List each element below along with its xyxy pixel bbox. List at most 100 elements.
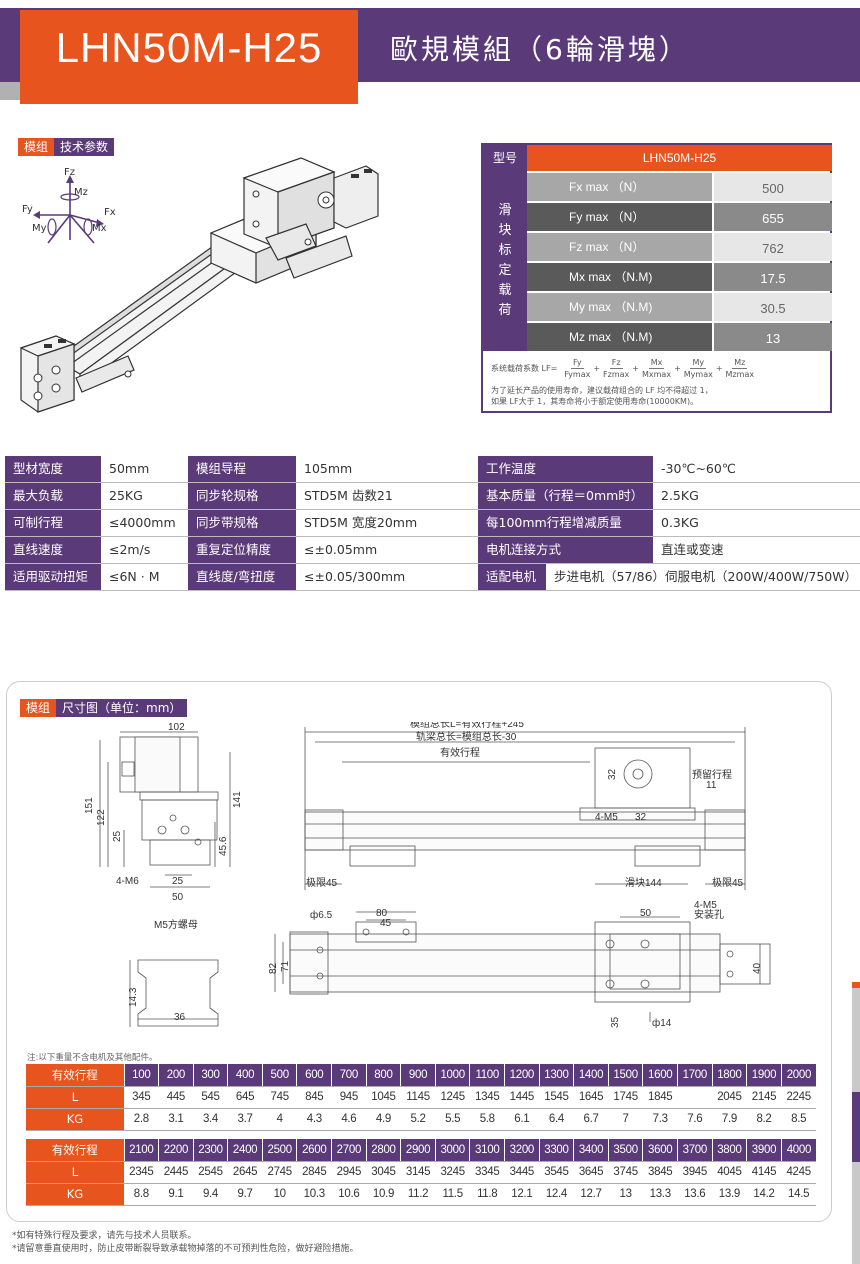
dim-text: 36 (174, 1012, 186, 1023)
fz-label: Fz (64, 167, 75, 178)
spec-row: Fy max （N）655 (527, 203, 832, 231)
param-label: 同步带规格 (188, 510, 296, 536)
param-label: 每100mm行程增减质量 (478, 510, 653, 536)
header-accent (0, 82, 20, 100)
weight-cell: 1545 (539, 1086, 574, 1109)
weight-cell: 1745 (608, 1086, 643, 1109)
spec-row: Mx max （N.M)17.5 (527, 263, 832, 291)
weight-cell: 3945 (677, 1161, 713, 1184)
weight-cell: 3300 (539, 1139, 575, 1162)
lf-num: My (690, 357, 707, 369)
dimension-tag: 模组 尺寸图（单位：mm） (20, 699, 188, 717)
weight-cell: 1800 (712, 1064, 748, 1087)
dim-text: 极限45 (712, 876, 744, 889)
weight-cell: 3245 (435, 1161, 470, 1184)
side-char: 载 (498, 283, 512, 298)
load-spec-table: 型号 LHN50M-H25 滑 块 标 定 载 荷 Fx max （N）500 … (481, 143, 832, 413)
weight-cell: 745 (262, 1086, 297, 1109)
weight-cell: 8.2 (746, 1108, 782, 1131)
weight-cell: 3145 (400, 1161, 436, 1184)
weight-cell: 4245 (781, 1161, 816, 1184)
fy-label: Fy (22, 204, 33, 215)
weight-cell: 3500 (608, 1139, 644, 1162)
module-product-image (19, 157, 379, 413)
footnote: *如有特殊行程及要求，请先与技术人员联系。 (12, 1231, 197, 1241)
dimension-drawings: 102 151 122 141 25 45.6 4-M6 25 50 模组总长L… (84, 722, 771, 1029)
param-value: STD5M 宽度20mm (304, 515, 418, 530)
mz-label: Mz (74, 187, 88, 198)
weight-cell: 10.9 (366, 1183, 401, 1206)
weight-cell: 3845 (642, 1161, 678, 1184)
weight-cell: 13.3 (642, 1183, 678, 1206)
weight-cell: 10.6 (331, 1183, 367, 1206)
my-label: My (32, 223, 47, 234)
weight-cell: 1245 (435, 1086, 470, 1109)
weight-cell: 2445 (158, 1161, 194, 1184)
weight-cell: 1300 (539, 1064, 575, 1087)
fx-label: Fx (104, 207, 116, 218)
dim-text: 4-M5 (595, 812, 618, 823)
dim-text: 50 (172, 892, 184, 903)
spec-value: 500 (714, 173, 832, 201)
weight-cell: 3345 (469, 1161, 505, 1184)
param-value: ≤±0.05/300mm (304, 569, 406, 584)
lf-num: Mx (648, 357, 665, 369)
model-badge (20, 10, 358, 104)
weight-cell: 3900 (746, 1139, 782, 1162)
dim-text: 40 (752, 962, 763, 974)
weight-row-label: KG (26, 1108, 124, 1131)
weight-cell: 1645 (573, 1086, 609, 1109)
weight-cell: 300 (193, 1064, 229, 1087)
weight-row-label: L (26, 1161, 124, 1184)
param-value: 步进电机（57/86）伺服电机（200W/400W/750W） (554, 569, 858, 584)
weight-cell: 3000 (435, 1139, 471, 1162)
weight-cell: 3.7 (227, 1108, 263, 1131)
weight-cell: 11.8 (469, 1183, 505, 1206)
tag-part2: 技术参数 (54, 138, 115, 156)
param-label: 基本质量（行程＝0mm时） (478, 483, 653, 509)
weight-cell: 3700 (677, 1139, 713, 1162)
side-char: 块 (498, 223, 512, 238)
weight-cell: 3200 (504, 1139, 540, 1162)
dim-text: 模组总长L=有效行程+245 (410, 722, 524, 730)
weight-cell: 14.2 (746, 1183, 782, 1206)
spec-key: Mz max （N.M) (527, 323, 712, 351)
weight-cell: 845 (296, 1086, 332, 1109)
tech-params-tag: 模组 技术参数 (18, 138, 115, 156)
weight-cell: 645 (227, 1086, 263, 1109)
weight-cell: 9.4 (193, 1183, 228, 1206)
header: LHN50M-H25 歐規模組（6輪滑塊） (0, 0, 860, 104)
spec-value: 30.5 (714, 293, 832, 321)
param-value: 直连或变速 (661, 542, 724, 557)
spec-side-label: 滑 块 标 定 载 荷 (483, 171, 527, 351)
weight-cell: 3400 (573, 1139, 609, 1162)
spec-row: Fz max （N）762 (527, 233, 832, 261)
weight-cell: 5.5 (435, 1108, 470, 1131)
weight-cell: 200 (158, 1064, 194, 1087)
dim-text: 有效行程 (440, 746, 480, 759)
weight-cell: 7.3 (642, 1108, 678, 1131)
weight-cell: 3645 (573, 1161, 609, 1184)
lf-den: Mymax (683, 369, 713, 379)
weight-cell: 2200 (158, 1139, 194, 1162)
weight-cell: 13 (608, 1183, 643, 1206)
dim-text: 预留行程 (692, 768, 732, 781)
lf-den: Fzmax (603, 369, 630, 379)
weight-cell: 600 (296, 1064, 333, 1087)
weight-cell: 2545 (193, 1161, 228, 1184)
dim-text: 122 (96, 809, 107, 826)
weight-cell: 3600 (642, 1139, 678, 1162)
weight-cell: 3.4 (193, 1108, 228, 1131)
param-value: ≤6N · M (109, 569, 160, 584)
lf-num: Fz (609, 357, 623, 369)
weight-cell: 13.9 (712, 1183, 747, 1206)
dim-text: 14.3 (128, 987, 139, 1007)
weight-cell: 2145 (746, 1086, 782, 1109)
